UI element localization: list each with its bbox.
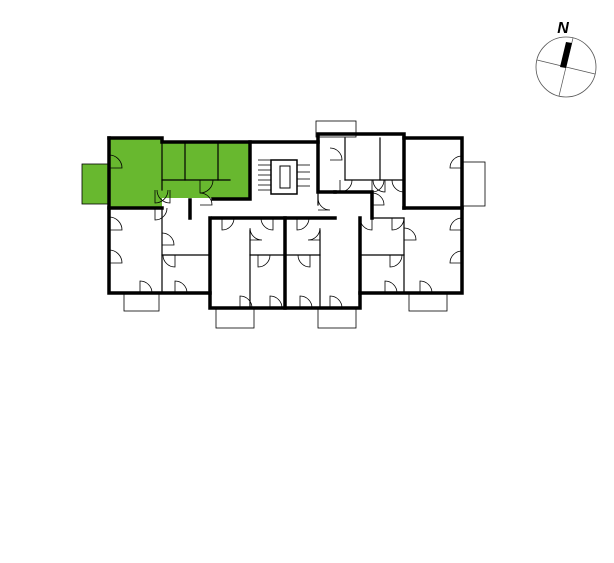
interior-walls <box>161 137 405 309</box>
staircase <box>258 159 310 195</box>
balcony-south-1 <box>123 292 160 312</box>
highlighted-apartment[interactable] <box>81 138 250 208</box>
balcony-south-3 <box>317 308 357 329</box>
north-arrow-icon <box>535 36 597 98</box>
highlighted-unit-area[interactable] <box>109 138 162 208</box>
highlighted-balcony[interactable] <box>81 163 110 205</box>
north-label: N <box>557 20 569 37</box>
outer-walls <box>107 132 464 310</box>
balcony-south-4 <box>408 292 448 312</box>
balconies <box>123 120 486 329</box>
highlighted-unit-area-east[interactable] <box>162 142 250 198</box>
balcony-east <box>461 161 486 207</box>
doors <box>108 147 463 309</box>
balcony-south-2 <box>215 308 255 329</box>
compass: N <box>535 20 597 98</box>
